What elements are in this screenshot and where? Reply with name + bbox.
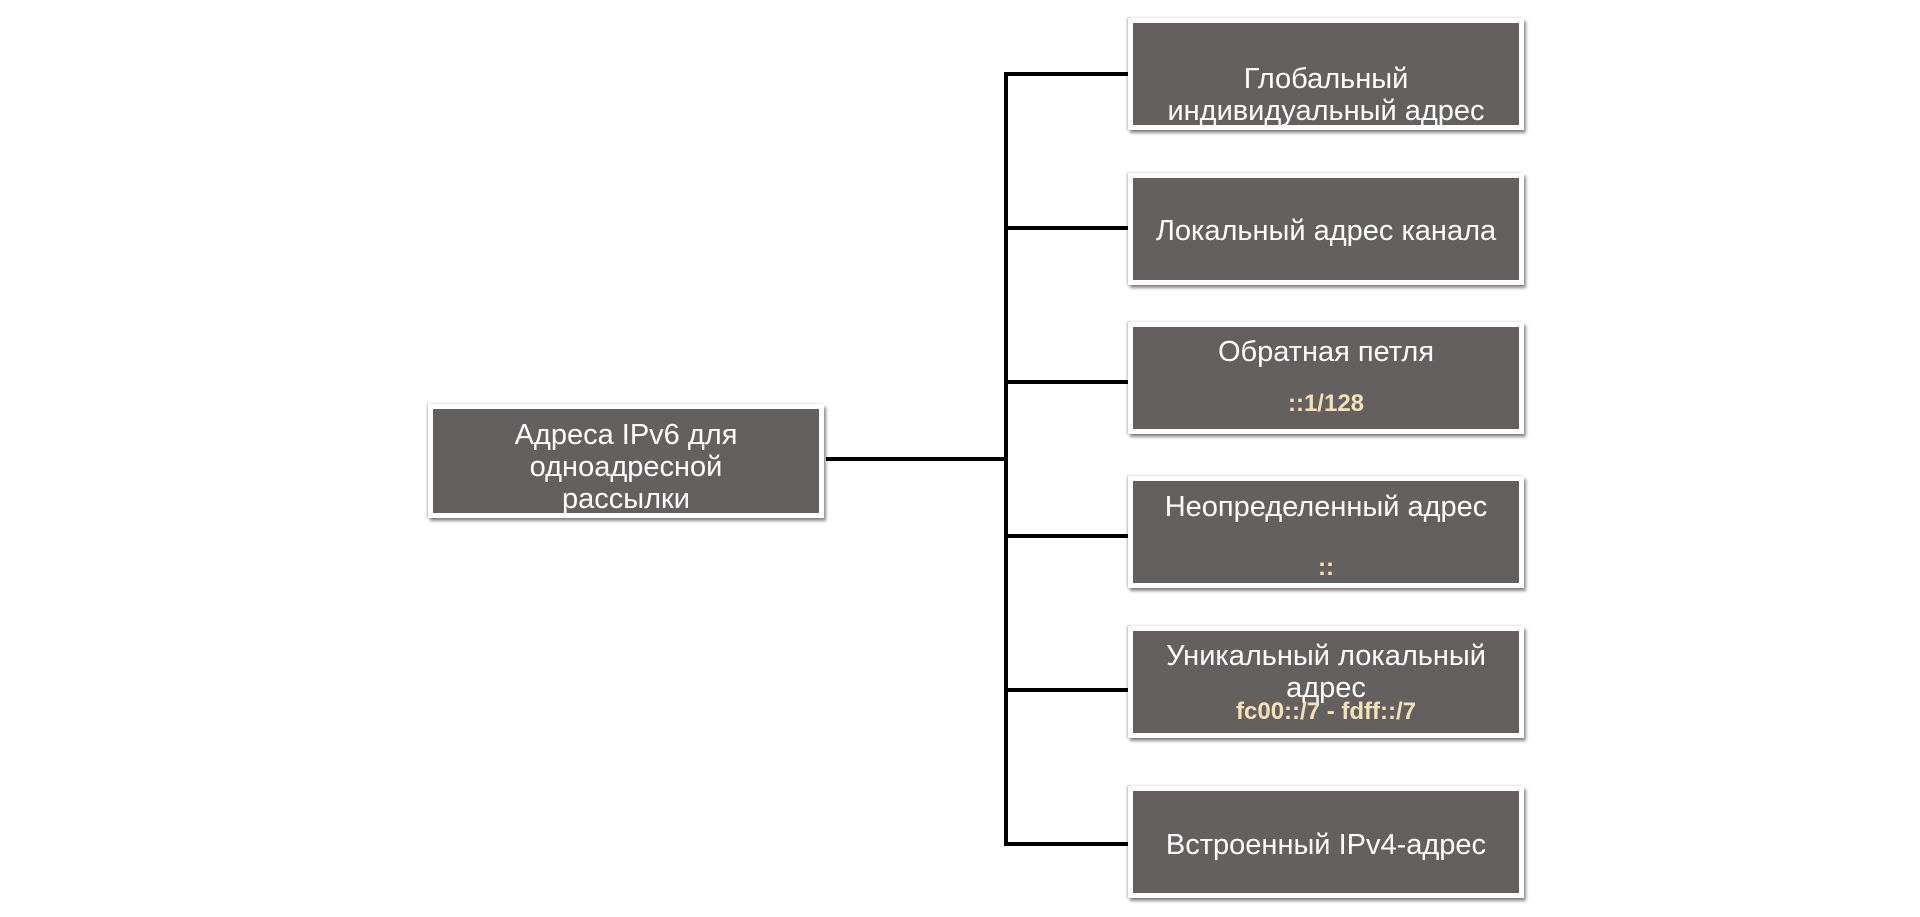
vertical-trunk-line: [1004, 72, 1008, 846]
branch-line-embedded-ipv4: [1004, 842, 1128, 846]
box-unique-local: Уникальный локальный адрес fc00::/7 - fd…: [1128, 626, 1524, 738]
branch-line-loopback: [1004, 380, 1128, 384]
box-link-local-label: Локальный адрес канала: [1155, 215, 1497, 247]
box-unique-local-prefix: fc00::/7 - fdff::/7: [1236, 698, 1416, 725]
box-loopback-prefix: ::1/128: [1287, 390, 1365, 417]
box-embedded-ipv4-label: Встроенный IPv4-адрес: [1165, 829, 1487, 861]
root-connector-line: [826, 457, 1006, 461]
box-loopback: Обратная петля ::1/128: [1128, 322, 1524, 434]
box-loopback-label: Обратная петля: [1217, 336, 1435, 368]
root-box-label: Адреса IPv6 для одноадресной рассылки: [514, 419, 738, 515]
box-global-unicast-label: Глобальный индивидуальный адрес: [1167, 63, 1485, 127]
box-embedded-ipv4: Встроенный IPv4-адрес: [1128, 786, 1524, 898]
branch-line-unique-local: [1004, 688, 1128, 692]
box-unspecified-prefix: ::: [1318, 554, 1334, 581]
branch-line-link-local: [1004, 226, 1128, 230]
box-unspecified-label: Неопределенный адрес: [1164, 491, 1488, 523]
box-unique-local-label: Уникальный локальный адрес: [1166, 640, 1486, 704]
branch-line-global-unicast: [1004, 72, 1128, 76]
box-unspecified: Неопределенный адрес ::: [1128, 476, 1524, 588]
root-box: Адреса IPv6 для одноадресной рассылки: [428, 404, 824, 518]
branch-line-unspecified: [1004, 534, 1128, 538]
box-link-local: Локальный адрес канала: [1128, 173, 1524, 285]
box-global-unicast: Глобальный индивидуальный адрес: [1128, 18, 1524, 130]
